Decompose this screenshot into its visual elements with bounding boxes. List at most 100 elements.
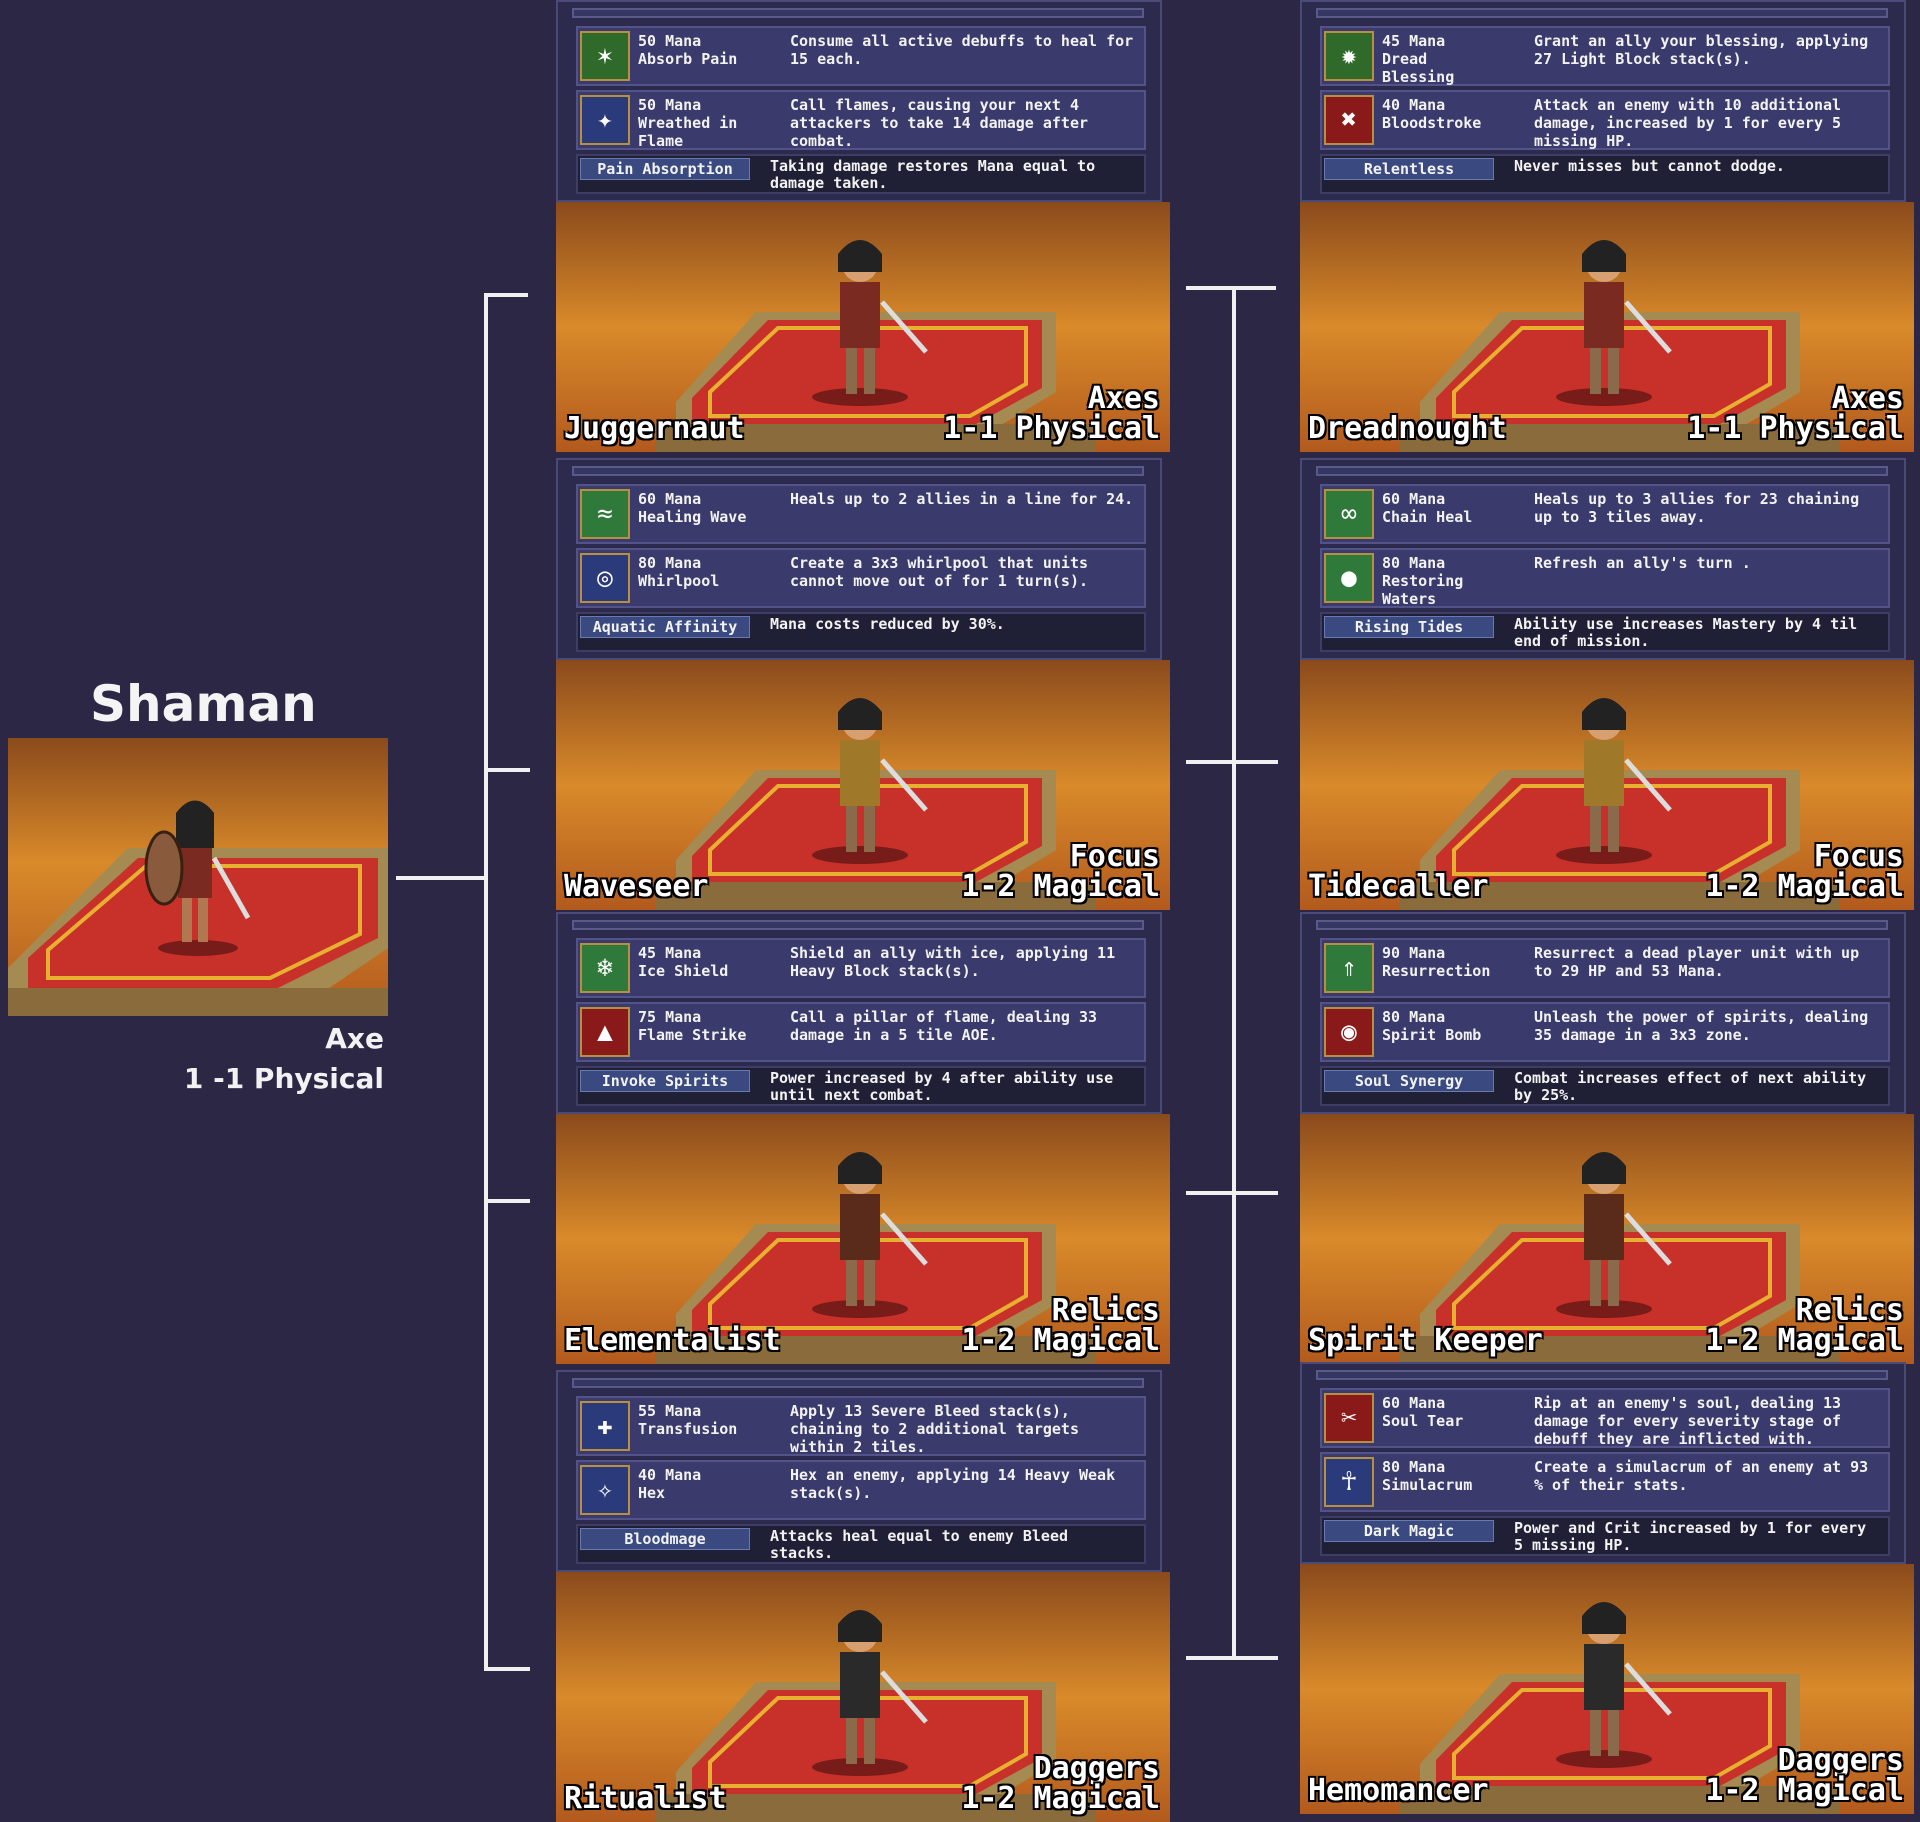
ability-name: 50 Mana Wreathed in Flame [638,96,738,150]
passive-description: Never misses but cannot dodge. [1514,157,1785,175]
class-stat: 1-2 Magical [1705,1323,1904,1358]
ability-name: 40 Mana Hex [638,1466,702,1502]
passive-description: Combat increases effect of next ability … [1514,1069,1867,1104]
connector-tier1-spine [484,293,488,1671]
ability-description: Call flames, causing your next 4 attacke… [790,96,1089,150]
class-stat: 1-2 Magical [1705,869,1904,904]
class-card-hemomancer[interactable]: ✂60 Mana Soul Tear Rip at an enemy's soul… [1300,1362,1914,1814]
panel-header-bar [1316,1370,1888,1380]
class-stat: 1-2 Magical [1705,1773,1904,1808]
passive-name: Dark Magic [1324,1520,1494,1542]
spirit-bomb-icon: ◉ [1324,1007,1374,1057]
hex-icon: ✧ [580,1465,630,1515]
ability-description: Refresh an ally's turn . [1534,554,1751,572]
resurrection-icon: ⇑ [1324,943,1374,993]
connector-tier2-spirit-keeper [1186,1191,1278,1195]
ability-row[interactable]: ✂60 Mana Soul Tear Rip at an enemy's soul… [1320,1388,1890,1448]
panel-header-bar [572,8,1144,18]
passive-name: Pain Absorption [580,158,750,180]
passive-name: Aquatic Affinity [580,616,750,638]
class-weapon: Daggers [1033,1751,1160,1786]
connector-tier2-spine [1232,286,1236,1660]
ability-name: 45 Mana Dread Blessing [1382,32,1455,86]
passive-row[interactable]: Soul Synergy Combat increases effect of n… [1320,1066,1890,1106]
bloodstroke-icon: ✖ [1324,95,1374,145]
connector-tier2-tidecaller [1186,760,1278,764]
class-name: Spirit Keeper [1308,1323,1543,1358]
class-name: Tidecaller [1308,869,1489,904]
ability-description: Shield an ally with ice, applying 11 Hea… [790,944,1116,980]
ability-description: Grant an ally your blessing, applying 27… [1534,32,1869,68]
restoring-waters-icon: ● [1324,553,1374,603]
panel-header-bar [572,1378,1144,1388]
soul-tear-icon: ✂ [1324,1393,1374,1443]
base-class-title: Shaman [90,675,317,733]
ability-description: Call a pillar of flame, dealing 33 damag… [790,1008,1098,1044]
ability-panel: ❄45 Mana Ice Shield Shield an ally with i… [556,912,1162,1114]
absorb-pain-icon: ✶ [580,31,630,81]
panel-header-bar [1316,8,1888,18]
ability-name: 55 Mana Transfusion [638,1402,738,1438]
class-name: Juggernaut [564,411,745,446]
panel-header-bar [572,920,1144,930]
ability-row[interactable]: ❄45 Mana Ice Shield Shield an ally with i… [576,938,1146,998]
class-stat: 1-2 Magical [961,1781,1160,1816]
class-name: Ritualist [564,1781,727,1816]
base-class-portrait [8,738,388,1016]
ability-description: Heals up to 2 allies in a line for 24. [790,490,1134,508]
healing-wave-icon: ≈ [580,489,630,539]
ability-name: 45 Mana Ice Shield [638,944,729,980]
flame-strike-icon: ▲ [580,1007,630,1057]
connector-tier2-dreadnought [1186,286,1276,290]
class-weapon: Focus [1069,839,1160,874]
class-weapon: Daggers [1777,1743,1904,1778]
class-weapon: Relics [1051,1293,1160,1328]
passive-name: Soul Synergy [1324,1070,1494,1092]
class-card-elementalist[interactable]: ❄45 Mana Ice Shield Shield an ally with i… [556,912,1170,1364]
connector-base-stem [396,876,486,880]
ability-description: Rip at an enemy's soul, dealing 13 damag… [1534,1394,1842,1448]
class-stat: 1-2 Magical [961,869,1160,904]
class-weapon: Axes [1087,381,1160,416]
passive-description: Attacks heal equal to enemy Bleed stacks… [770,1527,1069,1562]
class-weapon: Relics [1795,1293,1904,1328]
ice-shield-icon: ❄ [580,943,630,993]
ability-name: 60 Mana Soul Tear [1382,1394,1464,1430]
class-name: Waveseer [564,869,709,904]
